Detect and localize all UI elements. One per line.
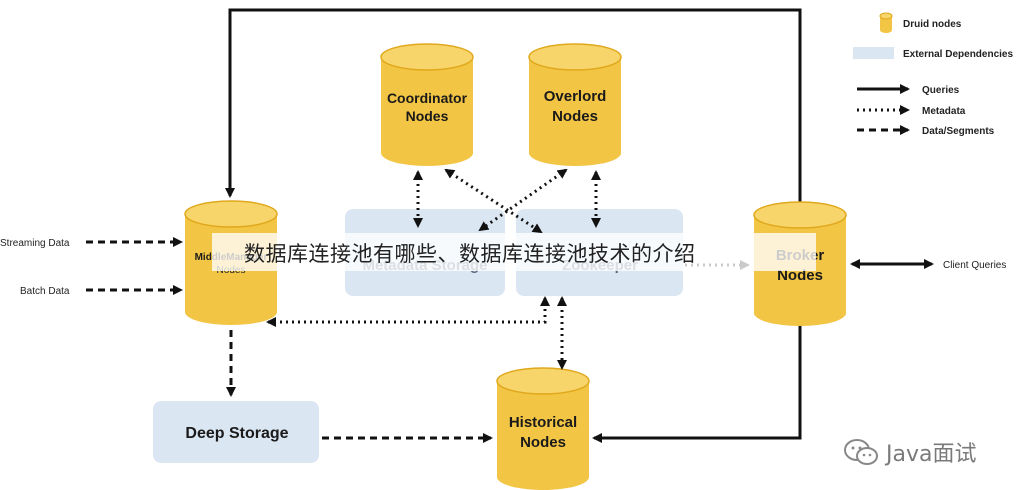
metadata-middlemanager-zookeeper xyxy=(266,296,550,327)
overlord-label-1: Overlord xyxy=(544,88,607,105)
legend-queries-label: Queries xyxy=(922,85,960,96)
historical-label-1: Historical xyxy=(509,414,577,431)
legend-druid-node-icon xyxy=(879,12,893,33)
metadata-coordinator-zookeeper xyxy=(444,168,543,234)
client-queries-label: Client Queries xyxy=(943,260,1006,271)
legend-data-segments-label: Data/Segments xyxy=(922,126,995,137)
legend-external-label: External Dependencies xyxy=(903,49,1013,60)
deep-storage-box xyxy=(153,401,319,463)
broker-label-2: Nodes xyxy=(777,267,823,284)
query-line-broker-historical xyxy=(592,320,802,443)
query-loop-top xyxy=(225,8,802,215)
overlay-caption: 数据库连接池有哪些、数据库连接池技术的介绍 xyxy=(244,242,696,266)
wechat-icon xyxy=(844,439,878,465)
legend-metadata-label: Metadata xyxy=(922,106,966,117)
overlord-node: Overlord Nodes xyxy=(528,43,622,166)
overlord-label-2: Nodes xyxy=(552,108,598,125)
legend: Druid nodes External Dependencies Querie… xyxy=(853,12,1013,137)
historical-label-2: Nodes xyxy=(520,434,566,451)
legend-external-swatch xyxy=(853,47,894,59)
coordinator-node: Coordinator Nodes xyxy=(380,43,474,166)
coordinator-label-1: Coordinator xyxy=(387,90,468,106)
watermark: Java面试 xyxy=(842,436,976,468)
overlay-caption-background xyxy=(212,233,816,271)
historical-node: Historical Nodes xyxy=(496,367,590,490)
watermark-text: Java面试 xyxy=(886,442,977,467)
deep-storage-label: Deep Storage xyxy=(185,425,288,442)
legend-druid-nodes-label: Druid nodes xyxy=(903,19,962,30)
batch-data-label: Batch Data xyxy=(20,286,70,297)
coordinator-label-2: Nodes xyxy=(406,108,449,124)
streaming-data-label: Streaming Data xyxy=(0,238,70,249)
